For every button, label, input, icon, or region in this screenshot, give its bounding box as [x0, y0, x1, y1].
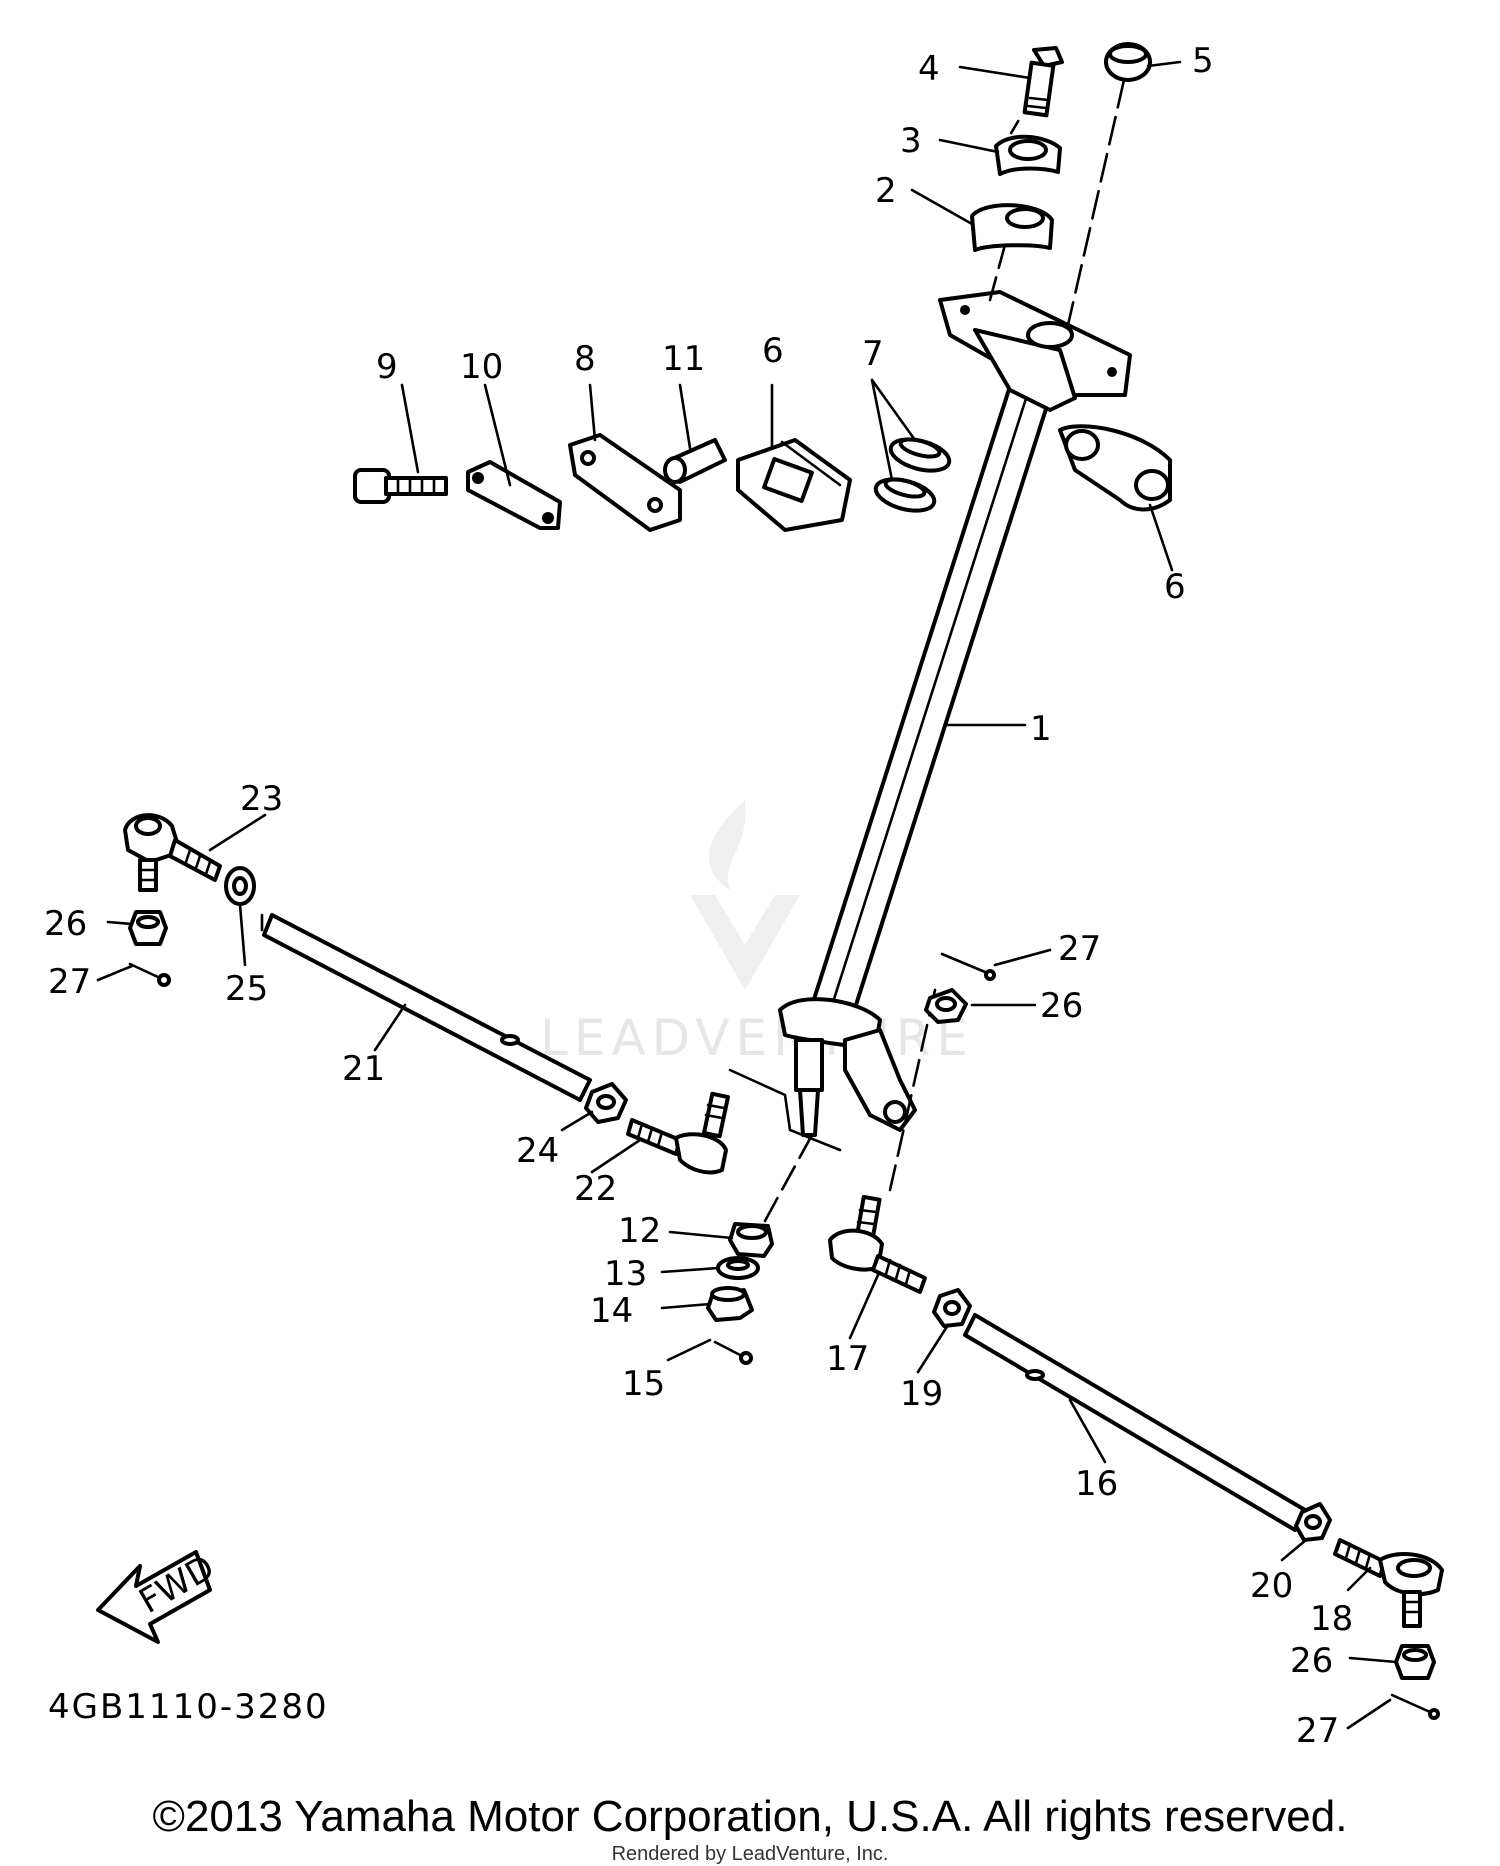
callout-2: 2 — [875, 171, 897, 211]
tie-rod-end-18 — [1333, 1538, 1444, 1628]
callout-15: 15 — [622, 1364, 665, 1404]
callout-16: 16 — [1075, 1464, 1118, 1504]
block-6-left — [736, 438, 852, 532]
callout-6-right: 6 — [1164, 567, 1186, 607]
nut-19 — [932, 1288, 972, 1328]
callout-27-center: 27 — [1058, 929, 1101, 969]
nut-12 — [728, 1222, 774, 1258]
callout-26-right: 26 — [1290, 1641, 1333, 1681]
tie-rod-end-23 — [123, 813, 222, 892]
cap-5 — [1104, 42, 1152, 82]
bolt-4 — [1022, 46, 1064, 118]
callout-23: 23 — [240, 779, 283, 819]
callout-1: 1 — [1030, 709, 1052, 749]
callout-27-left: 27 — [48, 962, 91, 1002]
callout-3: 3 — [900, 121, 922, 161]
tie-rod-21 — [260, 913, 592, 1102]
callout-25: 25 — [225, 969, 268, 1009]
diagram-code: 4GB1110-3280 — [48, 1687, 329, 1727]
column-lower-joint — [778, 997, 917, 1137]
callout-26-center: 26 — [1040, 986, 1083, 1026]
callout-24: 24 — [516, 1131, 559, 1171]
callout-9: 9 — [376, 347, 398, 387]
callout-27-right: 27 — [1296, 1711, 1339, 1751]
callout-7: 7 — [862, 334, 884, 374]
rendered-by-credit: Rendered by LeadVenture, Inc. — [611, 1843, 889, 1865]
callout-10: 10 — [460, 347, 503, 387]
fwd-arrow: FWD — [96, 1547, 221, 1644]
callout-22: 22 — [574, 1169, 617, 1209]
callout-8: 8 — [574, 339, 596, 379]
callout-labels: 4 5 3 2 9 10 8 11 6 7 6 1 23 26 27 25 21… — [44, 41, 1353, 1751]
upper-holder-3 — [994, 134, 1062, 176]
watermark-text: LEADVENTURE — [540, 1009, 974, 1067]
bracket-8 — [568, 433, 682, 532]
callout-20: 20 — [1250, 1566, 1293, 1606]
plate-10 — [466, 460, 562, 530]
callout-5: 5 — [1192, 41, 1214, 81]
pin-27-center — [940, 952, 996, 981]
block-6-right — [1058, 424, 1172, 512]
callout-17: 17 — [826, 1339, 869, 1379]
nut-26-center — [924, 988, 968, 1024]
collar-11 — [663, 438, 727, 484]
leader-lines — [96, 60, 1398, 1730]
pin-27-left — [128, 962, 171, 987]
leadventure-watermark: LEADVENTURE — [540, 800, 974, 1067]
column-holder-plate — [938, 290, 1132, 412]
nut-26-left — [128, 910, 168, 946]
callout-6-top: 6 — [762, 331, 784, 371]
tie-rod-end-17 — [828, 1194, 927, 1294]
callout-18: 18 — [1310, 1599, 1353, 1639]
bearing-14 — [706, 1286, 754, 1322]
callout-14: 14 — [590, 1291, 633, 1331]
callout-13: 13 — [604, 1254, 647, 1294]
washer-13 — [716, 1256, 760, 1280]
nut-25 — [224, 866, 256, 906]
callout-26-left: 26 — [44, 904, 87, 944]
callout-12: 12 — [618, 1211, 661, 1251]
bolt-9 — [353, 468, 448, 504]
tie-rod-16 — [963, 1313, 1307, 1532]
lower-holder-2 — [970, 203, 1054, 252]
nut-26-right — [1394, 1644, 1436, 1680]
nut-24 — [584, 1082, 628, 1124]
pin-15 — [713, 1340, 753, 1365]
nut-20 — [1294, 1502, 1332, 1542]
copyright-notice: ©2013 Yamaha Motor Corporation, U.S.A. A… — [152, 1792, 1348, 1841]
pin-27-right — [1390, 1693, 1440, 1720]
bushings-7 — [873, 437, 952, 513]
callout-19: 19 — [900, 1374, 943, 1414]
callout-11: 11 — [662, 339, 705, 379]
callout-21: 21 — [342, 1049, 385, 1089]
callout-4: 4 — [918, 49, 940, 89]
tie-rod-end-22 — [626, 1091, 730, 1175]
